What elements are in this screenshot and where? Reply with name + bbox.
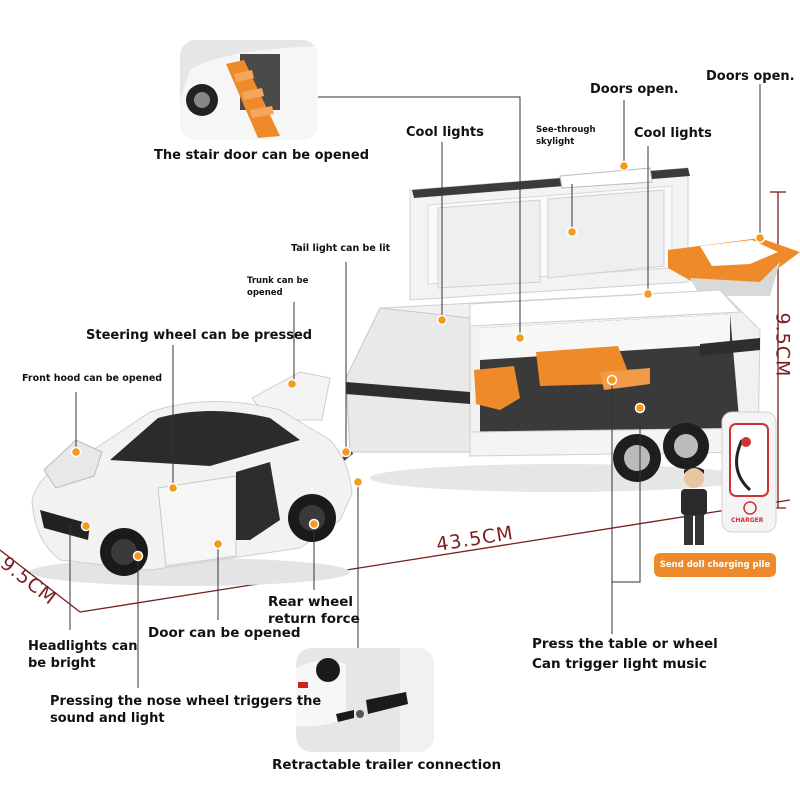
label-headlights-2: be bright	[28, 656, 96, 671]
label-trunk-1: Trunk can be	[247, 276, 309, 286]
car-body	[31, 371, 353, 571]
trailer-wheels	[613, 423, 709, 482]
label-cool-lights-left: Cool lights	[406, 125, 484, 140]
trailer-connection-inset	[296, 648, 434, 752]
stair-door-image	[180, 40, 318, 140]
label-doors-open-2: Doors open.	[706, 69, 795, 84]
label-trunk-2: opened	[247, 288, 283, 298]
feature-dots	[70, 160, 766, 562]
dimension-height: 9.5CM	[771, 312, 794, 378]
label-see-through-1: See-through	[536, 125, 596, 135]
trailer-connection-image	[296, 648, 434, 752]
label-rear-wheel-2: return force	[268, 611, 360, 627]
label-nose-wheel-2: sound and light	[50, 711, 165, 726]
label-nose-wheel-1: Pressing the nose wheel triggers the	[50, 694, 322, 709]
label-tail-light: Tail light can be lit	[291, 243, 391, 254]
leader-lines	[69, 84, 761, 688]
car-wheels	[100, 494, 336, 576]
label-see-through-2: skylight	[536, 137, 575, 147]
label-door-opened: Door can be opened	[148, 625, 301, 641]
label-front-hood: Front hood can be opened	[22, 373, 163, 384]
doll-figure	[681, 467, 707, 545]
send-doll-badge: Send doll charging pile	[654, 553, 776, 577]
label-trailer-connection: Retractable trailer connection	[272, 757, 502, 773]
label-press-table-2: Can trigger light music	[532, 656, 707, 672]
label-press-table-1: Press the table or wheel	[532, 636, 718, 652]
label-stair-door: The stair door can be opened	[154, 148, 370, 163]
label-steering: Steering wheel can be pressed	[86, 328, 313, 343]
label-headlights-1: Headlights can	[28, 639, 138, 654]
charging-pile	[721, 411, 777, 533]
label-doors-open-1: Doors open.	[590, 82, 679, 97]
stair-door-inset	[180, 40, 318, 140]
trailer-right-door	[668, 238, 800, 296]
label-rear-wheel-1: Rear wheel	[268, 594, 354, 610]
label-cool-lights-right: Cool lights	[634, 126, 712, 141]
label-charger: CHARGER	[731, 517, 764, 524]
trailer-roof-panel	[409, 167, 690, 301]
